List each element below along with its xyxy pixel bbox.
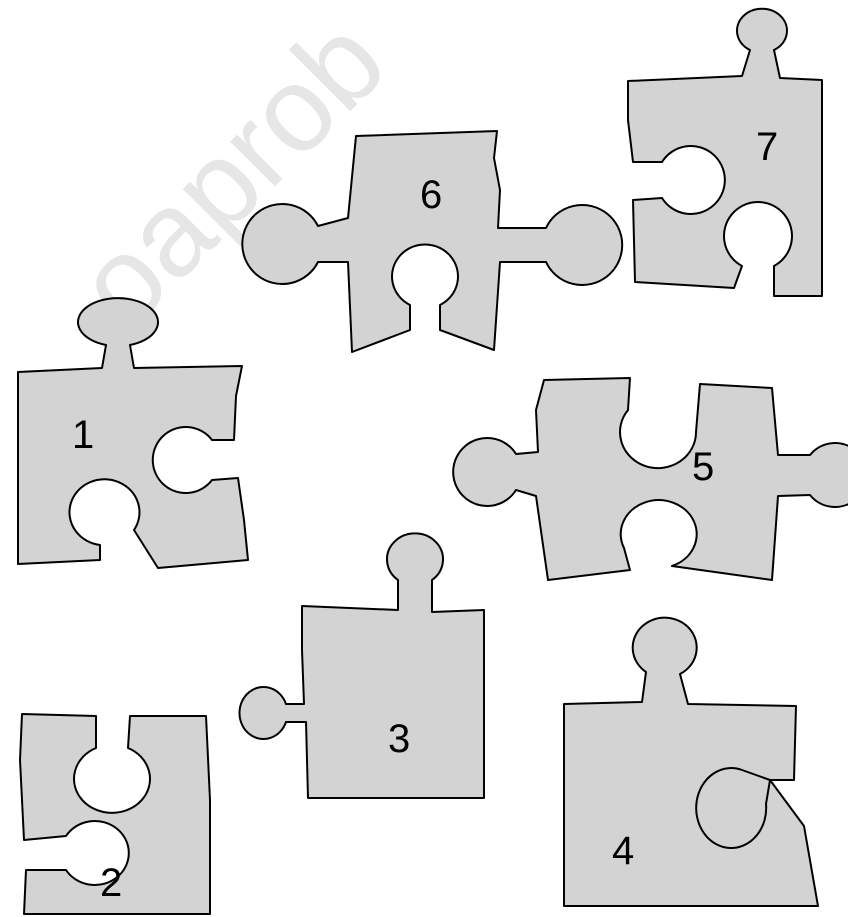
puzzle-piece-3: 3 bbox=[239, 533, 484, 798]
puzzle-piece-1: 1 bbox=[18, 298, 248, 568]
puzzle-piece-7: 7 bbox=[628, 9, 822, 296]
puzzle-piece-4: 4 bbox=[564, 618, 818, 906]
piece-3-number: 3 bbox=[388, 717, 410, 761]
puzzle-piece-5: 5 bbox=[453, 378, 848, 580]
piece-4-number: 4 bbox=[612, 829, 634, 873]
piece-6-number: 6 bbox=[420, 173, 442, 217]
piece-5-number: 5 bbox=[692, 445, 714, 489]
puzzle-piece-2: 2 bbox=[20, 714, 210, 914]
piece-1-number: 1 bbox=[72, 413, 94, 457]
piece-7-number: 7 bbox=[756, 125, 778, 169]
piece-2-number: 2 bbox=[100, 861, 122, 905]
